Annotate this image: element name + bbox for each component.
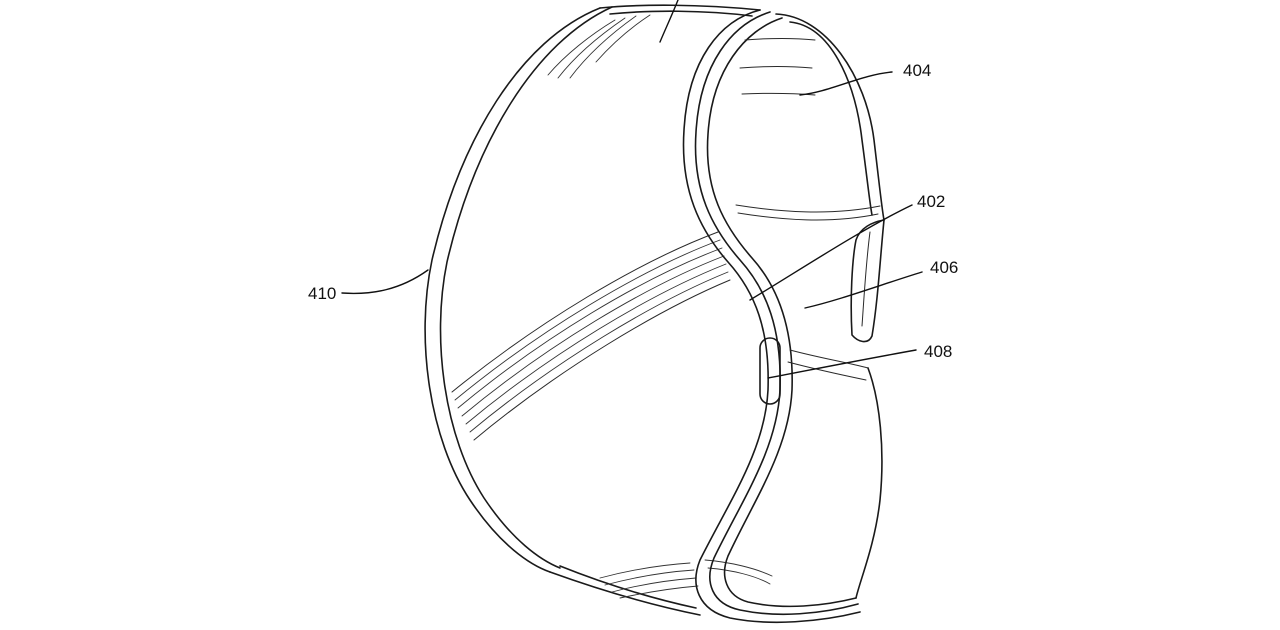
leader-408 bbox=[767, 349, 917, 379]
label-408: 408 bbox=[924, 342, 952, 361]
display-band bbox=[682, 9, 861, 624]
leader-410 bbox=[341, 269, 429, 295]
side-button bbox=[759, 337, 781, 405]
leader-404 bbox=[799, 71, 893, 96]
label-404: 404 bbox=[903, 61, 931, 80]
inner-strap-stripe bbox=[451, 231, 731, 441]
leader-top bbox=[659, 0, 679, 43]
band-outer-body bbox=[424, 4, 761, 616]
leader-406 bbox=[804, 271, 923, 309]
band-outer-hatching-bottom bbox=[599, 559, 773, 599]
label-402: 402 bbox=[917, 192, 945, 211]
lower-strap bbox=[787, 349, 883, 599]
label-406: 406 bbox=[930, 258, 958, 277]
band-outer-hatching-top bbox=[547, 14, 651, 79]
reference-labels: 404 402 406 408 410 bbox=[308, 61, 958, 361]
sensor-window bbox=[850, 219, 885, 343]
leader-402 bbox=[749, 204, 913, 301]
display-surface bbox=[735, 13, 885, 221]
label-410: 410 bbox=[308, 284, 336, 303]
leader-lines bbox=[341, 0, 923, 379]
